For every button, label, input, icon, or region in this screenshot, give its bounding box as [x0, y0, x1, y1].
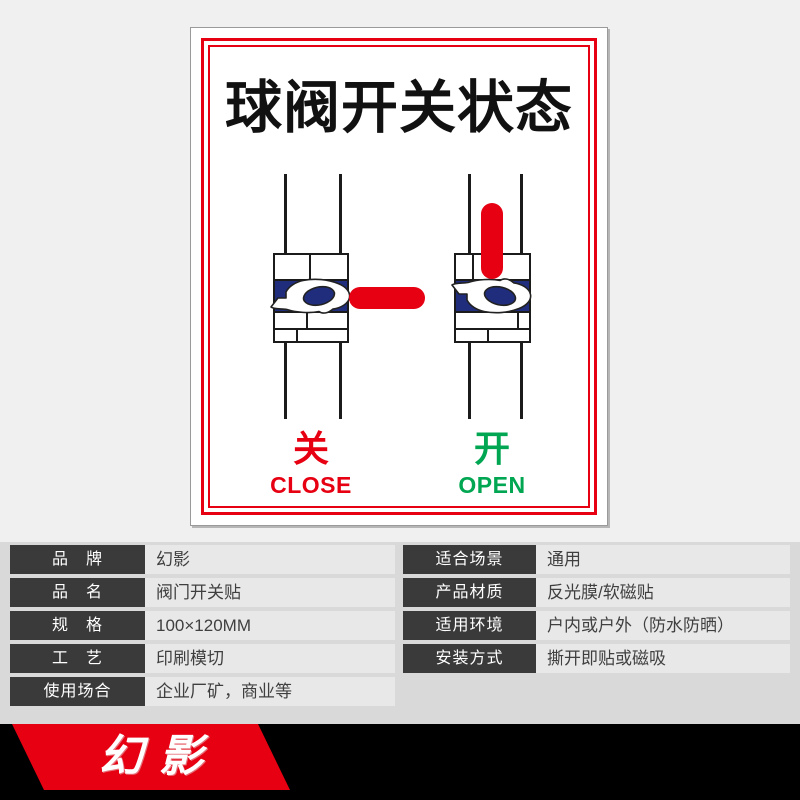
spec-label: 适合场景: [403, 545, 536, 574]
brick-line: [456, 328, 529, 330]
sign-title: 球阀开关状态: [225, 76, 573, 140]
closed-en-label: CLOSE: [270, 472, 352, 498]
footer: 幻影: [0, 724, 800, 800]
spec-row-size: 规 格 100×120MM: [10, 611, 395, 640]
brick-divider: [472, 255, 474, 279]
spec-row-usage: 使用场合 企业厂矿，商业等: [10, 677, 395, 706]
spec-row-product-name: 品 名 阀门开关贴: [10, 578, 395, 607]
open-en-label: OPEN: [458, 472, 526, 498]
brand-logo: 幻影: [12, 724, 290, 790]
spec-column-left: 品 牌 幻影 品 名 阀门开关贴 规 格 100×120MM 工 艺 印刷模切 …: [10, 545, 395, 710]
spec-row-brand: 品 牌 幻影: [10, 545, 395, 574]
closed-state-label: 关 CLOSE: [251, 431, 371, 497]
sign-preview-area: 球阀开关状态: [190, 27, 608, 526]
brand-name: 幻影: [99, 732, 219, 781]
spec-value: 企业厂矿，商业等: [145, 677, 395, 706]
brick-line: [275, 328, 347, 330]
spec-value: 通用: [536, 545, 790, 574]
valve-handle-closed-icon: [349, 287, 425, 309]
brick-divider: [306, 313, 308, 328]
spec-value: 阀门开关贴: [145, 578, 395, 607]
spec-label: 工 艺: [10, 644, 145, 673]
spec-label: 适用环境: [403, 611, 536, 640]
spec-value: 幻影: [145, 545, 395, 574]
valve-ball-icon: [270, 278, 351, 314]
brick-divider: [487, 328, 489, 341]
spec-label: 使用场合: [10, 677, 145, 706]
spec-label: 品 牌: [10, 545, 145, 574]
spec-label: 品 名: [10, 578, 145, 607]
spec-label: 产品材质: [403, 578, 536, 607]
spec-row-scene: 适合场景 通用: [403, 545, 790, 574]
spec-column-right: 适合场景 通用 产品材质 反光膜/软磁贴 适用环境 户内或户外（防水防晒） 安装…: [403, 545, 790, 677]
spec-value: 反光膜/软磁贴: [536, 578, 790, 607]
spec-row-installation: 安装方式 撕开即贴或磁吸: [403, 644, 790, 673]
valve-handle-open-icon: [481, 203, 503, 279]
spec-value: 100×120MM: [145, 611, 395, 640]
spec-table: 品 牌 幻影 品 名 阀门开关贴 规 格 100×120MM 工 艺 印刷模切 …: [0, 542, 800, 724]
open-zh-label: 开: [473, 428, 510, 469]
brick-divider: [296, 328, 298, 341]
valve-ball-icon: [451, 278, 532, 314]
valve-status-sign: 球阀开关状态: [190, 27, 608, 526]
brick-divider: [517, 313, 519, 328]
spec-value: 户内或户外（防水防晒）: [536, 611, 790, 640]
spec-row-material: 产品材质 反光膜/软磁贴: [403, 578, 790, 607]
open-state-label: 开 OPEN: [432, 431, 552, 497]
spec-value: 撕开即贴或磁吸: [536, 644, 790, 673]
valve-closed-diagram: [270, 253, 351, 343]
spec-label: 规 格: [10, 611, 145, 640]
closed-zh-label: 关: [292, 428, 329, 469]
spec-label: 安装方式: [403, 644, 536, 673]
spec-row-process: 工 艺 印刷模切: [10, 644, 395, 673]
brick-divider: [309, 255, 311, 279]
spec-value: 印刷模切: [145, 644, 395, 673]
spec-row-environment: 适用环境 户内或户外（防水防晒）: [403, 611, 790, 640]
